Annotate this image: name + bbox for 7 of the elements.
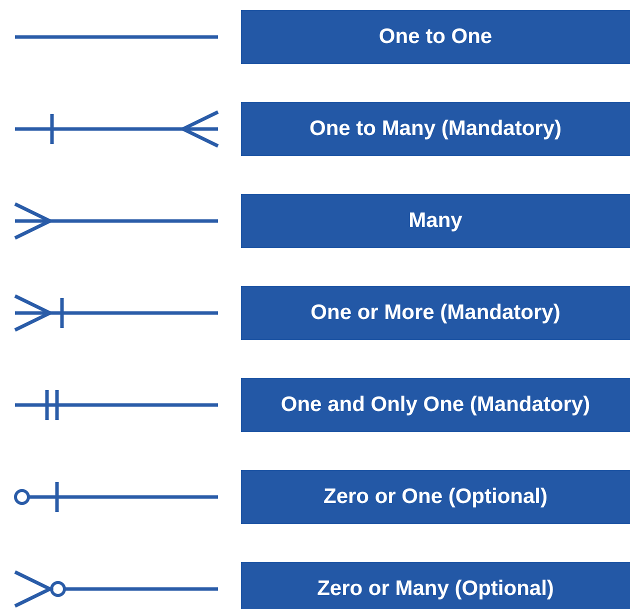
legend-label: One to Many (Mandatory) (241, 102, 630, 156)
legend-label: One and Only One (Mandatory) (241, 378, 630, 432)
legend-label: Zero or One (Optional) (241, 470, 630, 524)
legend-label: One or More (Mandatory) (241, 286, 630, 340)
legend-label: Zero or Many (Optional) (241, 562, 630, 609)
legend-label: One to One (241, 10, 630, 64)
legend-label: Many (241, 194, 630, 248)
